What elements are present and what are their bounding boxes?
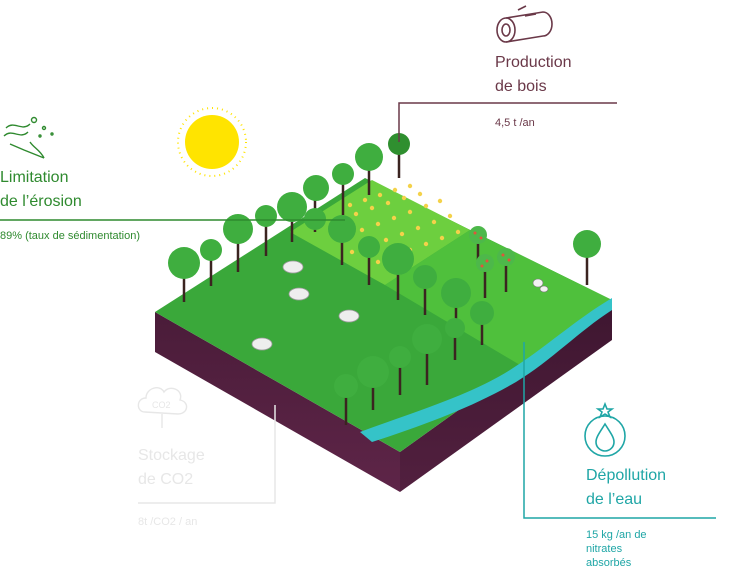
ground-block: [155, 178, 612, 492]
water-leader-line: [523, 342, 716, 519]
river: [360, 298, 612, 442]
co2-leader-line: [138, 405, 276, 504]
wood-value: 4,5 t /an: [495, 117, 535, 129]
water-title: Dépollution de l’eau: [586, 467, 667, 508]
sheep: [338, 309, 360, 323]
sheep: [251, 337, 273, 351]
orchard-field: [385, 230, 612, 365]
erosion-value: 89% (taux de sédimentation): [0, 230, 141, 242]
wood-title: Production de bois: [495, 54, 572, 95]
sheep-group: [251, 260, 360, 351]
water-value: 15 kg /an de nitrates absorbés: [586, 529, 647, 569]
trees: [168, 133, 601, 425]
co2-value: 8t /CO2 / an: [138, 516, 198, 528]
erosion-title: Limitation de l’érosion: [0, 169, 82, 210]
soil-left-face: [155, 312, 400, 492]
log-icon: [496, 5, 553, 43]
water-drop-icon: [584, 401, 626, 457]
leader-lines: [0, 102, 716, 519]
co2-icon-text: CO2: [152, 400, 171, 410]
crop-field: [290, 180, 470, 285]
sheep: [282, 260, 304, 274]
sheep: [288, 287, 310, 301]
chickens: [532, 278, 549, 293]
tree-highlight: [388, 133, 410, 155]
wood-leader-line: [398, 102, 617, 142]
co2-title: Stockage de CO2: [138, 447, 205, 488]
co2-cloud-icon: [137, 387, 188, 428]
sun-icon: [177, 107, 247, 177]
wind-erosion-icon: [3, 116, 54, 159]
